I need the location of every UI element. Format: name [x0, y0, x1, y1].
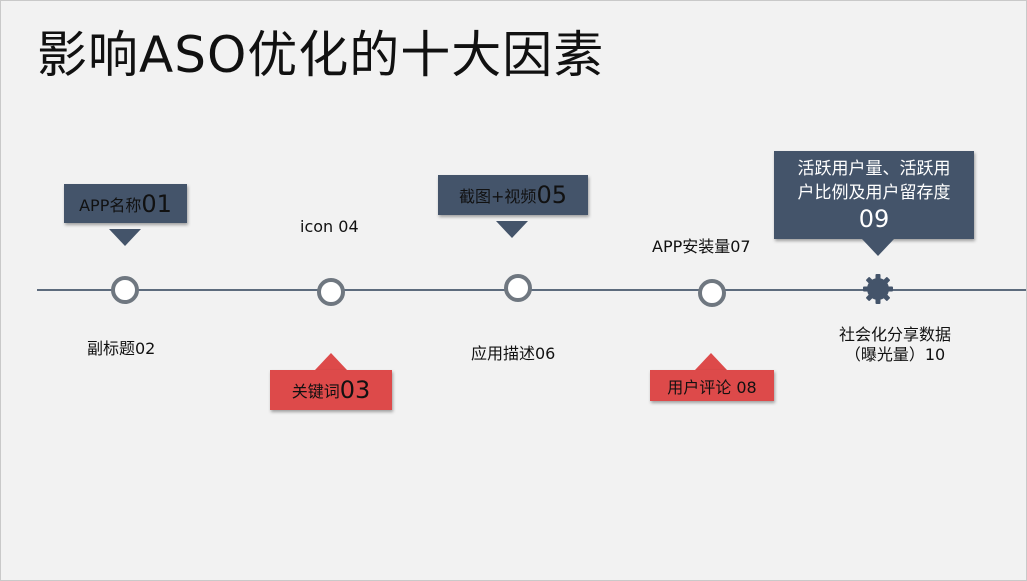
- factor-08-label: 用户评论 08: [667, 377, 757, 397]
- factor-02-label: 副标题02: [87, 339, 156, 358]
- factor-03-label: 关键词: [291, 382, 340, 401]
- factor-05-label: 截图+视频: [459, 187, 537, 206]
- timeline-node-01: [111, 276, 139, 304]
- factor-03-pointer: [315, 353, 347, 370]
- factor-01-label: APP名称: [79, 195, 142, 215]
- factor-08-box: 用户评论 08: [650, 370, 774, 401]
- timeline-node-04: [698, 279, 726, 307]
- factor-09-pointer: [862, 239, 894, 256]
- factor-05-pointer: [496, 221, 528, 238]
- factor-07-label: APP安装量07: [652, 237, 751, 256]
- timeline-node-03: [504, 274, 532, 302]
- factor-09-line2: 户比例及用户留存度: [797, 183, 951, 203]
- factor-10-line2: （曝光量）10: [844, 345, 946, 364]
- gear-icon: [863, 274, 893, 304]
- factor-04-label: icon 04: [300, 217, 359, 236]
- factor-06-label: 应用描述06: [471, 344, 556, 363]
- factor-09-number: 09: [858, 205, 890, 233]
- factor-10-line1: 社会化分享数据: [838, 325, 951, 344]
- factor-08-pointer: [695, 353, 727, 370]
- slide-title: 影响ASO优化的十大因素: [37, 26, 605, 84]
- factor-01-number: 01: [141, 189, 172, 218]
- factor-03-number: 03: [339, 376, 371, 404]
- factor-05-number: 05: [536, 181, 567, 209]
- factor-05-box: 截图+视频 05: [438, 175, 588, 215]
- factor-09-line1: 活跃用户量、活跃用: [797, 159, 951, 179]
- timeline-node-02: [317, 278, 345, 306]
- factor-09-box: 活跃用户量、活跃用 户比例及用户留存度 09: [774, 151, 974, 239]
- factor-10-label: 社会化分享数据 （曝光量）10: [815, 325, 975, 365]
- factor-01-pointer: [109, 229, 141, 246]
